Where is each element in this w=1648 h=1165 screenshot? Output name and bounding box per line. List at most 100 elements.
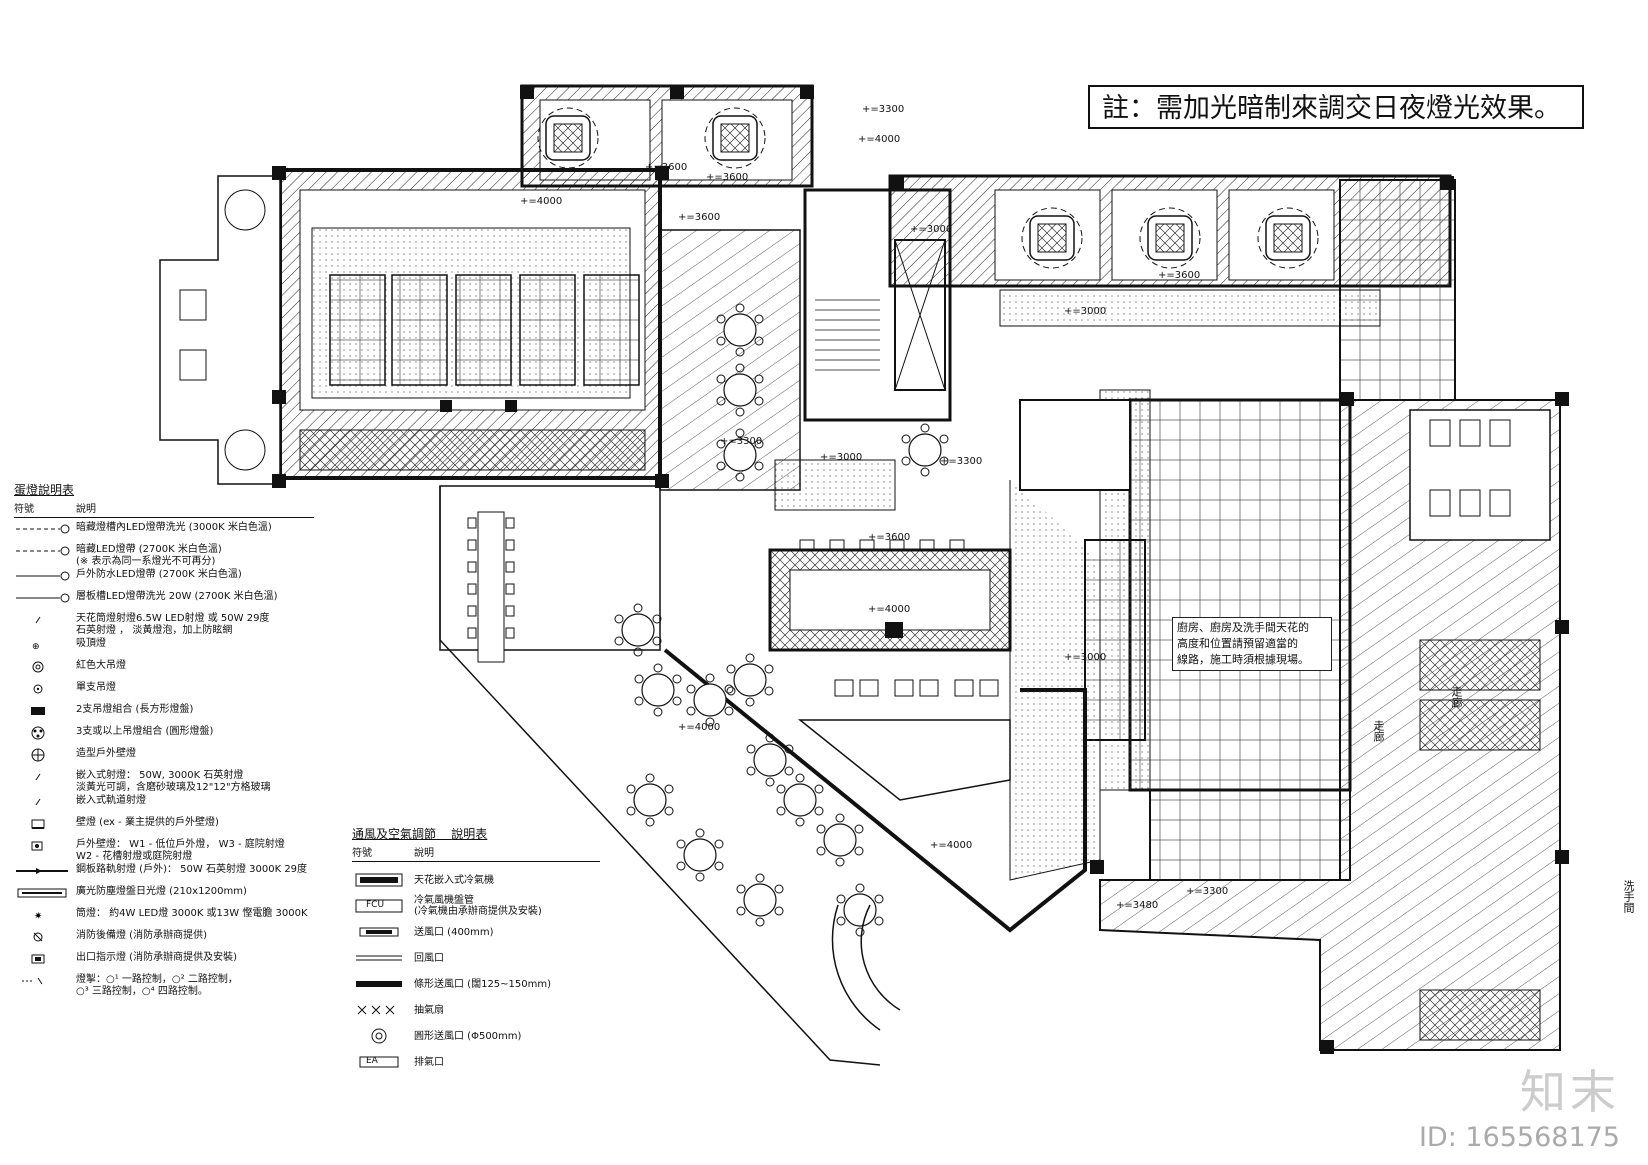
watermark-id: ID: 165568175 <box>1418 1122 1620 1153</box>
spot-icon <box>14 613 76 627</box>
switch-icon <box>14 974 76 988</box>
line-marker-icon <box>14 591 76 605</box>
hvac-legend-row: 圓形送風口 (Φ500mm) <box>352 1024 600 1048</box>
legend-desc: 戶外防水LED燈帶 (2700K 米白色溫) <box>76 569 242 581</box>
line-marker-icon <box>14 569 76 583</box>
emergency-icon <box>14 952 76 966</box>
hvac-legend-row: 抽氣扇 <box>352 998 600 1022</box>
lighting-legend-row: 2支吊燈組合 (長方形燈盤) <box>14 704 314 724</box>
lighting-legend-header: 符號 說明 <box>14 504 314 519</box>
hvac-desc: 回風口 <box>414 952 444 964</box>
elevation-label: +=3600 <box>706 172 749 183</box>
columns <box>272 85 1569 1054</box>
legend-desc: 燈掣：○¹ 一路控制，○² 二路控制， ○³ 三路控制，○⁴ 四路控制。 <box>76 974 238 997</box>
track-light-icon <box>14 864 76 878</box>
legend-desc: 戶外壁燈： W1 - 低位戶外燈， W3 - 庭院射燈 W2 - 花槽射燈或庭院… <box>76 839 285 862</box>
legend-desc: 廣光防塵燈盤日光燈 (210x1200mm) <box>76 886 247 898</box>
hvac-symbol-label: FCU <box>366 900 385 911</box>
lighting-legend-row: 戶外壁燈： W1 - 低位戶外燈， W3 - 庭院射燈 W2 - 花槽射燈或庭院… <box>14 839 314 862</box>
lighting-legend-row: 3支或以上吊燈組合 (圓形燈盤) <box>14 726 314 746</box>
side-label-corridor-2: 走廊 <box>1450 686 1463 708</box>
fcu-icon: FCU <box>352 898 414 914</box>
left-terrace <box>159 175 281 485</box>
main-hall <box>278 168 662 480</box>
elevation-label: +=3000 <box>1064 652 1107 663</box>
legend-desc: 天花筒燈射燈6.5W LED射燈 或 50W 29度 石英射燈 ， 淡黃燈泡，加… <box>76 613 270 636</box>
hvac-desc: 冷氣風機盤管 (冷氣機由承辦商提供及安裝) <box>414 894 542 918</box>
elevation-label: +=4000 <box>930 840 973 851</box>
side-label-toilet: 洗手間 <box>1622 880 1635 913</box>
central-dining <box>659 229 896 511</box>
watermark: 知末 ID: 165568175 <box>1419 1056 1620 1153</box>
col-symbol: 符號 <box>14 503 34 515</box>
lighting-legend-title: 蛋燈說明表 <box>14 483 75 497</box>
pendant-icon: ⊕ <box>14 638 76 652</box>
ea-icon: EA <box>352 1054 414 1070</box>
lighting-legend-row: 戶外防水LED燈帶 (2700K 米白色溫) <box>14 569 314 589</box>
hvac-legend-row: 條形送風口 (闊125~150mm) <box>352 972 600 996</box>
lighting-legend-row: 暗藏LED燈帶 (2700K 米白色溫) (※ 表示為同一系燈光不可再分) <box>14 544 314 567</box>
lighting-legend-row: 層板槽LED燈帶洗光 20W (2700K 米白色溫) <box>14 591 314 611</box>
elevation-label: +=4000 <box>520 196 563 207</box>
hvac-legend-row: EA 排氣口 <box>352 1050 600 1074</box>
curved-stair <box>831 904 901 1031</box>
hvac-symbol-label: EA <box>366 1056 378 1067</box>
outdoor-lamp-icon <box>14 839 76 853</box>
panel-light-icon <box>14 886 76 900</box>
lighting-legend-row: 暗藏燈槽內LED燈帶洗光 (3000K 米白色溫) <box>14 522 314 542</box>
exhaust-icon <box>352 1002 414 1018</box>
lighting-legend-rows: 暗藏燈槽內LED燈帶洗光 (3000K 米白色溫) 暗藏LED燈帶 (2700K … <box>14 522 314 997</box>
elevation-label: +=3600 <box>868 532 911 543</box>
double-lamp-icon <box>14 704 76 718</box>
elevation-label: +=3000 <box>820 452 863 463</box>
lighting-legend-row: ⊕吸頂燈 <box>14 638 314 658</box>
legend-desc: 暗藏燈槽內LED燈帶洗光 (3000K 米白色溫) <box>76 522 272 534</box>
legend-desc: 紅色大吊燈 <box>76 660 126 672</box>
diagonal-corridor <box>439 480 1101 1066</box>
col-desc: 說明 <box>414 847 434 859</box>
exit-sign-icon <box>14 930 76 944</box>
dashed-line-icon <box>14 522 76 536</box>
lighting-legend-row: 單支吊燈 <box>14 682 314 702</box>
elevation-label: +=3600 <box>678 212 721 223</box>
spot-icon <box>14 795 76 809</box>
elevation-label: +=3600 <box>645 162 688 173</box>
lighting-legend-row: 紅色大吊燈 <box>14 660 314 680</box>
legend-desc: 層板槽LED燈帶洗光 20W (2700K 米白色溫) <box>76 591 278 603</box>
hvac-title-text-2: 說明表 <box>451 827 488 841</box>
lighting-legend-row: 燈掣：○¹ 一路控制，○² 二路控制， ○³ 三路控制，○⁴ 四路控制。 <box>14 974 314 997</box>
elevation-label: +=3300 <box>862 104 905 115</box>
dot-ring-icon <box>14 682 76 696</box>
triple-lamp-icon <box>14 726 76 740</box>
lighting-legend-row: 嵌入式軌道射燈 <box>14 795 314 815</box>
kitchen-area-note: 廚房、廚房及洗手間天花的 高度和位置請預留適當的 線路，施工時須根據現場。 <box>1172 617 1332 671</box>
vip-room-upper-wing <box>520 84 814 188</box>
hvac-desc: 排氣口 <box>414 1056 444 1068</box>
return-grille-icon <box>352 950 414 966</box>
hvac-desc: 條形送風口 (闊125~150mm) <box>414 978 552 990</box>
legend-desc: 鋼板路軌射燈 (戶外)： 50W 石英射燈 3000K 29度 <box>76 864 308 876</box>
lighting-legend-row: 廣光防塵燈盤日光燈 (210x1200mm) <box>14 886 314 906</box>
watermark-logo: 知末 <box>1520 1065 1620 1119</box>
elevation-label: +=4000 <box>858 134 901 145</box>
elevation-label: +=3480 <box>1116 900 1159 911</box>
hvac-legend-row: 送風口 (400mm) <box>352 920 600 944</box>
svg-text:⊕: ⊕ <box>32 642 40 652</box>
hvac-legend-row: FCU 冷氣風機盤管 (冷氣機由承辦商提供及安裝) <box>352 894 600 918</box>
elevation-label: +=4000 <box>868 604 911 615</box>
lighting-legend-row: 天花筒燈射燈6.5W LED射燈 或 50W 29度 石英射燈 ， 淡黃燈泡，加… <box>14 613 314 636</box>
legend-desc: 暗藏LED燈帶 (2700K 米白色溫) (※ 表示為同一系燈光不可再分) <box>76 544 222 567</box>
legend-desc: 嵌入式軌道射燈 <box>76 795 146 807</box>
elevation-label: +=3000 <box>1064 306 1107 317</box>
legend-desc: 筒燈： 約4W LED燈 3000K 或13W 慳電膽 3000K <box>76 908 308 920</box>
hvac-legend-title: 通風及空氣調節 說明表 <box>352 827 600 842</box>
elevation-label: +=3300 <box>1186 886 1229 897</box>
long-table <box>467 511 515 663</box>
lower-right-zone <box>1099 399 1561 1051</box>
legend-desc: 嵌入式射燈： 50W, 3000K 石英射燈 淡黃光可調，含磨砂玻璃及12"12… <box>76 770 271 793</box>
supply-diffuser-icon <box>352 924 414 940</box>
legend-desc: 3支或以上吊燈組合 (圓形燈盤) <box>76 726 214 738</box>
lighting-legend-row: 鋼板路軌射燈 (戶外)： 50W 石英射燈 3000K 29度 <box>14 864 314 884</box>
